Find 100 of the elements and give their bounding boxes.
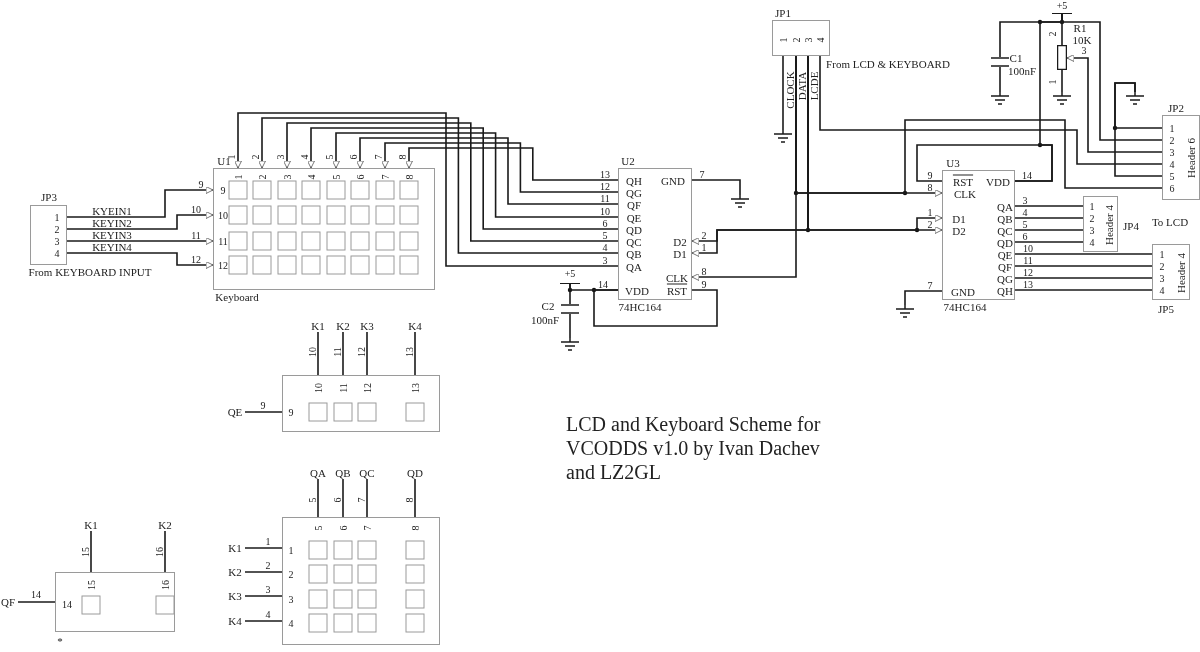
- pin-number: 1: [54, 211, 60, 223]
- pin-name: QD: [626, 224, 642, 236]
- net-label: K4: [405, 320, 425, 332]
- pin-number: 10: [306, 347, 318, 357]
- component-designator: JP5: [1158, 303, 1174, 315]
- pin-number: 14: [1022, 169, 1032, 181]
- pin-number: 4: [1159, 284, 1165, 296]
- capacitor-symbol: [560, 304, 580, 314]
- header-label: Header 6: [1185, 138, 1197, 178]
- pin-number: 11: [600, 192, 610, 204]
- signal-name: CLOCK: [784, 71, 796, 109]
- ground-symbol: [773, 130, 793, 144]
- pin-number: 3: [1022, 194, 1028, 206]
- pin-number: 4: [602, 241, 608, 253]
- pin-name: VDD: [625, 285, 649, 297]
- pin-name: GND: [951, 286, 975, 298]
- pin-number: 12: [361, 383, 373, 393]
- part-value: C2: [541, 300, 555, 312]
- pin-number: 14: [31, 588, 41, 600]
- part-value: *: [57, 635, 63, 647]
- pin-name: CLK: [666, 272, 688, 284]
- pin-number: 5: [1022, 218, 1028, 230]
- pin-name: RST: [952, 176, 974, 188]
- key-module-box: [282, 375, 440, 432]
- signal-name: LCDE: [808, 71, 820, 101]
- wire: [405, 147, 619, 181]
- wire: [244, 620, 283, 622]
- wire: [17, 601, 56, 603]
- wire: [366, 331, 368, 376]
- pin-number: 4: [305, 174, 317, 180]
- net-label: K2: [333, 320, 353, 332]
- pin-name: D1: [952, 213, 966, 225]
- wire: [1114, 82, 1163, 177]
- net-label: QB: [333, 467, 353, 479]
- wire: [1014, 241, 1084, 243]
- pin-number: 16: [159, 580, 171, 590]
- pin-number: 7: [699, 168, 705, 180]
- wire: [1014, 289, 1153, 291]
- wire: [1014, 229, 1084, 231]
- pin-name: D2: [673, 236, 687, 248]
- pin-number: 8: [396, 154, 408, 160]
- wire: [66, 186, 214, 218]
- wire: [244, 411, 283, 413]
- pin-number: 5: [312, 525, 324, 531]
- signal-name: KEYIN4: [92, 241, 132, 253]
- ground-symbol: [990, 92, 1010, 106]
- pin-number: 13: [600, 168, 610, 180]
- pin-number: 6: [347, 154, 359, 160]
- net-label: K2: [225, 566, 245, 578]
- pin-number: 4: [265, 608, 271, 620]
- pin-number: 2: [54, 223, 60, 235]
- wire: [381, 142, 619, 193]
- pin-number: 6: [1169, 182, 1175, 194]
- wire: [1066, 54, 1163, 153]
- pin-number: 10: [218, 209, 228, 221]
- pin-number: 11: [1023, 254, 1033, 266]
- pin-number: 10: [191, 203, 201, 215]
- pin-number: 5: [306, 497, 318, 503]
- diagram-title: LCD and Keyboard Scheme for VCODDS v1.0 by Ivan Dachev and LZ2GL: [566, 412, 822, 484]
- pin-number: 3: [1159, 272, 1165, 284]
- pin-number: 2: [927, 218, 933, 230]
- wire: [1014, 265, 1153, 267]
- pin-number: 10: [312, 383, 324, 393]
- pin-number: 10: [1023, 242, 1033, 254]
- wire: [244, 571, 283, 573]
- net-label: QC: [357, 467, 377, 479]
- pin-number: 7: [361, 525, 373, 531]
- part-value: 10K: [1072, 34, 1092, 46]
- part-value: C1: [1009, 52, 1023, 64]
- pin-number: 6: [602, 217, 608, 229]
- wire: [569, 313, 571, 339]
- wire: [307, 127, 619, 230]
- pin-name: QE: [997, 249, 1013, 261]
- pin-number: 3: [602, 254, 608, 266]
- pin-name: QB: [997, 213, 1013, 225]
- part-label: From LCD & KEYBOARD: [826, 58, 950, 70]
- wire: [819, 55, 1163, 165]
- pin-number: 11: [337, 383, 349, 393]
- ground-symbol: [730, 195, 750, 209]
- pin-number: 11: [331, 347, 343, 357]
- pin-number: 4: [1169, 158, 1175, 170]
- pin-number: 8: [409, 525, 421, 531]
- signal-name: KEYIN2: [92, 217, 132, 229]
- wire: [90, 530, 92, 573]
- pin-number: 1: [1159, 248, 1165, 260]
- pin-number: 2: [249, 154, 261, 160]
- pin-name: D1: [673, 248, 687, 260]
- pin-number: 3: [265, 583, 271, 595]
- pin-number: 1: [265, 535, 271, 547]
- supply-label: +5: [1052, 0, 1072, 14]
- wire: [593, 289, 718, 327]
- pin-name: QA: [997, 201, 1013, 213]
- pin-number: 13: [403, 347, 415, 357]
- pin-number: 13: [409, 383, 421, 393]
- pin-number: 3: [274, 154, 286, 160]
- net-label: QF: [0, 596, 18, 608]
- pin-name: QE: [626, 212, 642, 224]
- pin-name: RST: [666, 285, 688, 297]
- pin-number: 3: [54, 235, 60, 247]
- component-designator: U3: [946, 157, 960, 169]
